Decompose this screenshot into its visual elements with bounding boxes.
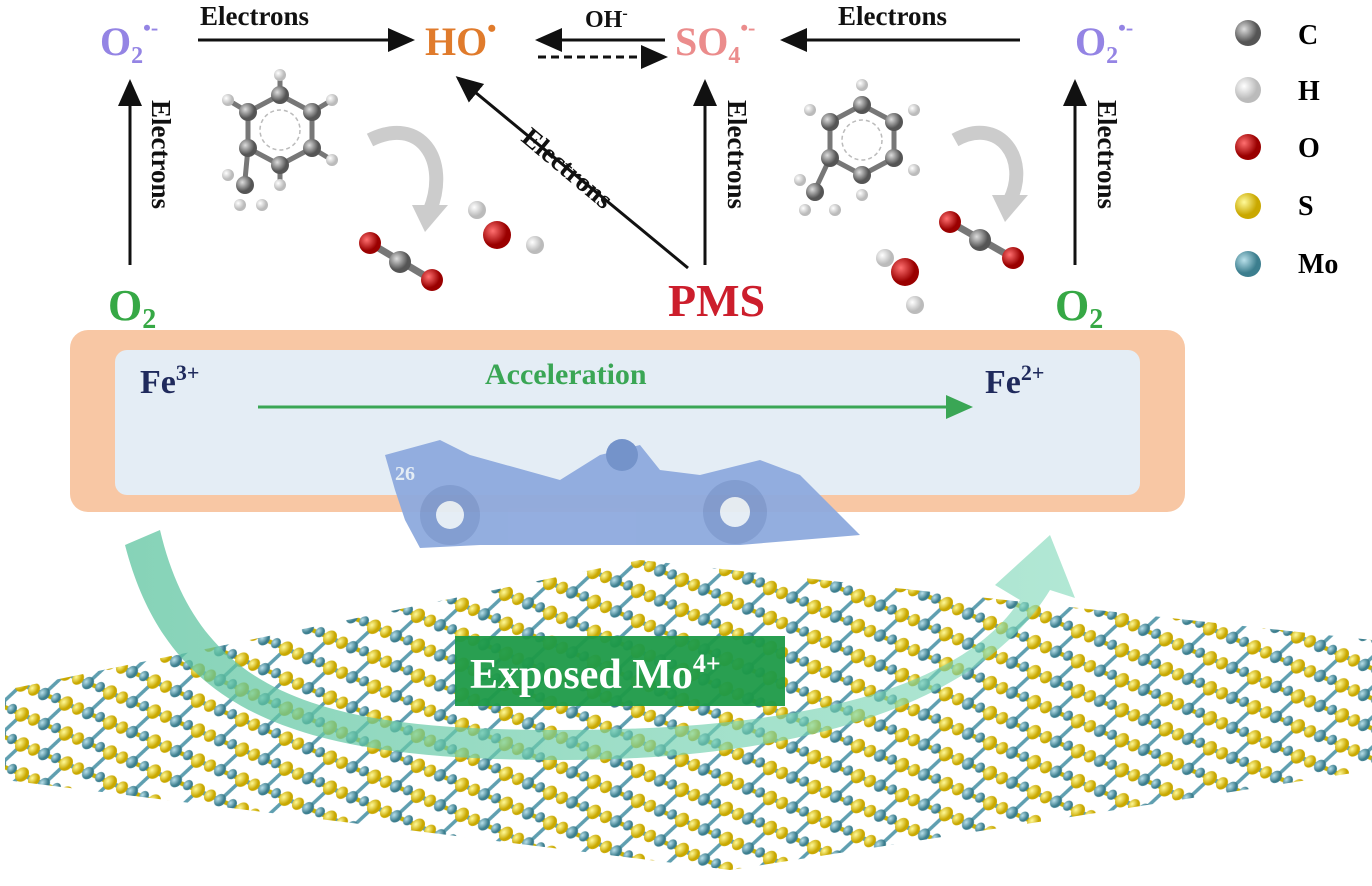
fe3-label: Fe3+ <box>140 360 199 401</box>
acceleration-panel <box>70 330 1185 512</box>
acceleration-label: Acceleration <box>485 358 647 391</box>
exposed-mo-label: Exposed Mo4+ <box>455 636 785 706</box>
reaction-arrow-left <box>366 126 444 213</box>
legend-label: C <box>1298 20 1318 51</box>
o2-radical-left: O2•- <box>100 15 158 69</box>
reaction-arrowhead-right <box>992 195 1028 222</box>
legend-carbon-icon <box>1235 20 1261 46</box>
legend-oxygen-icon <box>1235 134 1261 160</box>
water-molecule-right <box>876 249 924 314</box>
electrons-label-pms: Electrons <box>722 100 752 209</box>
fe2-label: Fe2+ <box>985 360 1044 401</box>
electrons-label-diagonal: Electrons <box>516 122 619 215</box>
car-number: 26 <box>395 463 415 485</box>
mos2-lattice <box>5 560 1372 870</box>
svg-text:Exposed Mo4+: Exposed Mo4+ <box>470 649 721 698</box>
co2-molecule-left <box>359 232 443 291</box>
electrons-label-1: Electrons <box>200 1 309 31</box>
legend-label: O <box>1298 133 1320 164</box>
so4-radical: SO4•- <box>675 15 755 69</box>
pms-label: PMS <box>668 275 765 326</box>
reaction-arrow-right <box>951 125 1024 204</box>
legend-sulfur-icon <box>1235 193 1261 219</box>
legend-molybdenum-icon <box>1235 251 1261 277</box>
toluene-molecule-right <box>794 79 920 216</box>
electrons-label-right: Electrons <box>1092 100 1122 209</box>
o2-left: O2 <box>108 281 156 335</box>
legend-label: H <box>1298 76 1320 107</box>
legend-label: Mo <box>1298 249 1338 280</box>
oh-minus-label: OH- <box>585 5 628 33</box>
co2-molecule-right <box>939 211 1024 269</box>
toluene-molecule-left <box>222 69 338 211</box>
reaction-arrowhead-left <box>412 205 448 232</box>
o2-radical-right: O2•- <box>1075 15 1133 69</box>
arrow-pms-to-ho <box>455 76 689 270</box>
ho-radical: HO• <box>425 14 496 64</box>
race-car-icon: 26 <box>385 439 860 548</box>
electrons-label-left: Electrons <box>146 100 176 209</box>
water-molecule-left <box>468 201 544 254</box>
o2-right: O2 <box>1055 281 1103 335</box>
atom-legend: C H O S Mo <box>1235 20 1338 280</box>
electrons-label-2: Electrons <box>838 1 947 31</box>
legend-hydrogen-icon <box>1235 77 1261 103</box>
legend-label: S <box>1298 191 1314 222</box>
